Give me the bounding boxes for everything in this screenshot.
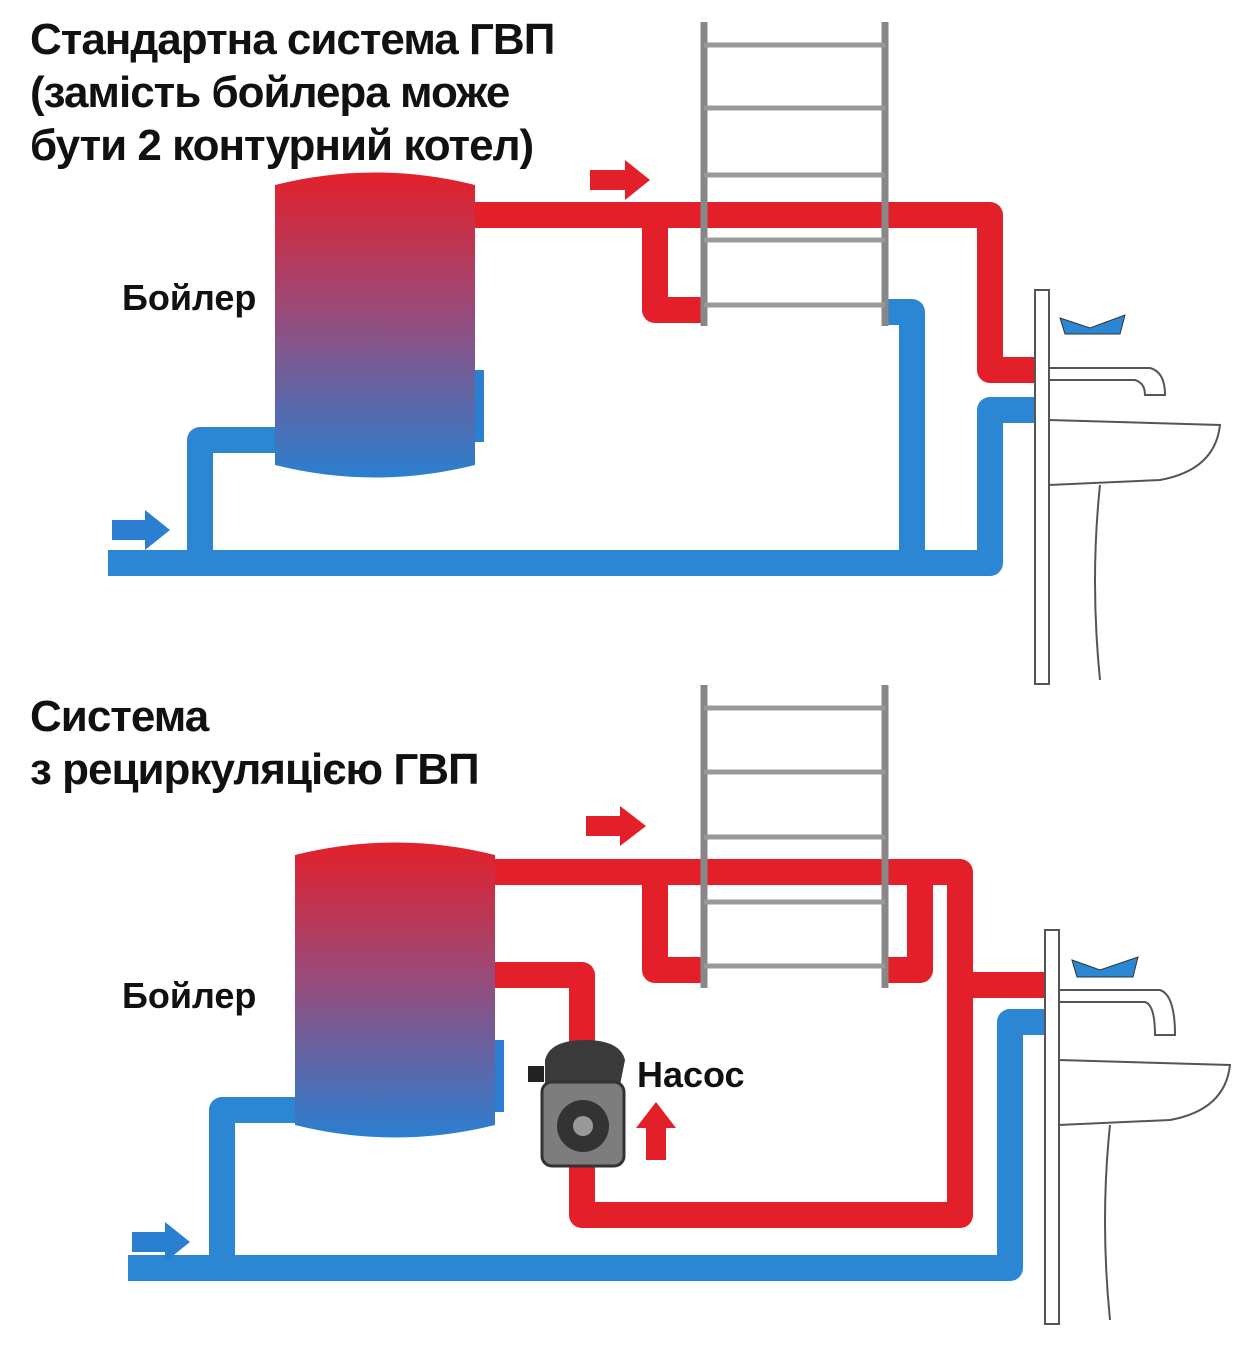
- hot-main-pipe: [470, 202, 1035, 383]
- towel-rail-return-pipe: [885, 299, 925, 563]
- bottom-title-line-1: Система: [30, 692, 210, 741]
- top-title-line-2: (замість бойлера може: [30, 68, 509, 117]
- hot-flow-arrow-icon-2: [586, 806, 646, 846]
- pump-flow-arrow-icon: [636, 1102, 676, 1160]
- top-title-line-3: бути 2 контурний котел): [30, 121, 533, 170]
- top-sink: [1034, 289, 1222, 685]
- cold-main-pipe: [108, 397, 1035, 576]
- pump-label: Насос: [637, 1054, 745, 1095]
- hot-flow-arrow-icon: [590, 160, 650, 200]
- top-towel-rail: [700, 22, 889, 326]
- cold-boiler-inlet-pipe: [187, 427, 280, 563]
- bottom-boiler-label: Бойлер: [122, 975, 256, 1016]
- bottom-boiler: [295, 842, 495, 1138]
- top-boiler-label: Бойлер: [122, 277, 256, 318]
- cold-inflow-arrow-icon: [112, 510, 170, 550]
- towel-rail-return-pipe-2: [885, 880, 933, 983]
- cold-main-pipe-2: [128, 1009, 1045, 1281]
- top-system: Стандартна система ГВП (замість бойлера …: [30, 15, 1222, 685]
- top-boiler: [275, 172, 475, 478]
- bottom-sink: [1044, 929, 1232, 1325]
- towel-rail-feed-pipe: [642, 215, 705, 323]
- bottom-towel-rail: [700, 685, 889, 988]
- cold-inflow-arrow-icon-2: [132, 1222, 190, 1262]
- top-title-line-1: Стандартна система ГВП: [30, 15, 554, 64]
- bottom-system: Система з рециркуляцією ГВП Бойлер: [30, 685, 1232, 1325]
- recirculation-loop-pipe: [490, 859, 973, 1228]
- cold-boiler-inlet-pipe-2: [209, 1097, 300, 1268]
- bottom-title-line-2: з рециркуляцією ГВП: [30, 745, 479, 794]
- towel-rail-feed-pipe-2: [642, 872, 705, 983]
- pump-to-boiler-pipe: [490, 962, 595, 1045]
- pump-icon: [528, 1040, 626, 1168]
